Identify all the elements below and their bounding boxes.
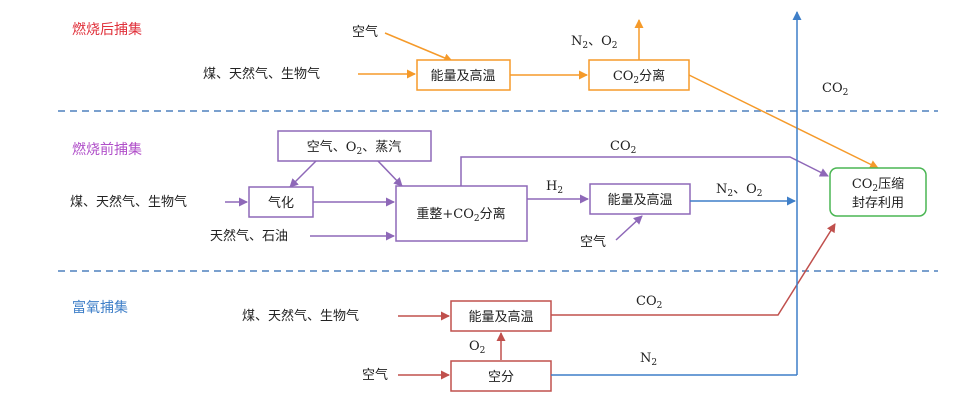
oxy-energy-box [450,300,552,332]
post-energy-box [416,59,511,91]
pre-energy-box [589,183,691,215]
storage-box [829,167,927,217]
post-energy-box-label: 能量及高温 [430,68,495,84]
post-air-arrow [384,32,453,63]
post-co2-label: CO2 [822,81,848,98]
post-vent-label: N2、O2 [571,34,618,51]
oxy-co2-label: CO2 [636,294,662,311]
pre-air-label: 空气 [580,234,606,250]
oxy-fuel-label: 煤、天然气、生物气 [242,308,359,324]
pre-reform-box [395,185,528,242]
pre-co2-label: CO2 [610,139,636,156]
section-title-pre: 燃烧前捕集 [72,141,142,158]
oxy-air-label: 空气 [362,367,388,383]
post-sep-box-label: CO2分离 [613,68,665,86]
section-title-post: 燃烧后捕集 [72,21,142,38]
pre-reform-box-label: 重整+CO2分离 [416,206,505,224]
pre-co2-arrow [460,156,829,186]
post-fuel-label: 煤、天然气、生物气 [203,66,320,82]
oxy-o2-label: O2 [469,339,485,356]
oxy-energy-box-label: 能量及高温 [468,309,533,325]
pre-air-to-reform-arrow [377,160,403,187]
section-title-oxy: 富氧捕集 [72,299,128,316]
storage-box-line2: 封存利用 [852,196,904,211]
oxy-co2-arrow [551,223,836,316]
pre-h2-label: H2 [546,179,563,196]
pre-vent-label: N2、O2 [716,182,763,199]
pre-air-to-gasify-arrow [289,160,317,188]
post-co2-arrow [688,74,879,169]
pre-fuel-label: 煤、天然气、生物气 [70,194,187,210]
oxy-n2-label: N2 [640,351,657,368]
pre-air-box [277,130,432,162]
post-air-label: 空气 [352,24,378,40]
storage-box-line1: CO2压缩 [852,176,904,194]
oxy-asu-box-label: 空分 [488,370,514,385]
pre-air-arrow [615,215,643,241]
pre-gasify-box-label: 气化 [268,195,294,211]
oxy-asu-box [450,360,552,392]
pre-energy-box-label: 能量及高温 [607,192,672,208]
pre-air-box-label: 空气、O2、蒸汽 [307,139,401,157]
pre-oil-label: 天然气、石油 [210,228,288,244]
